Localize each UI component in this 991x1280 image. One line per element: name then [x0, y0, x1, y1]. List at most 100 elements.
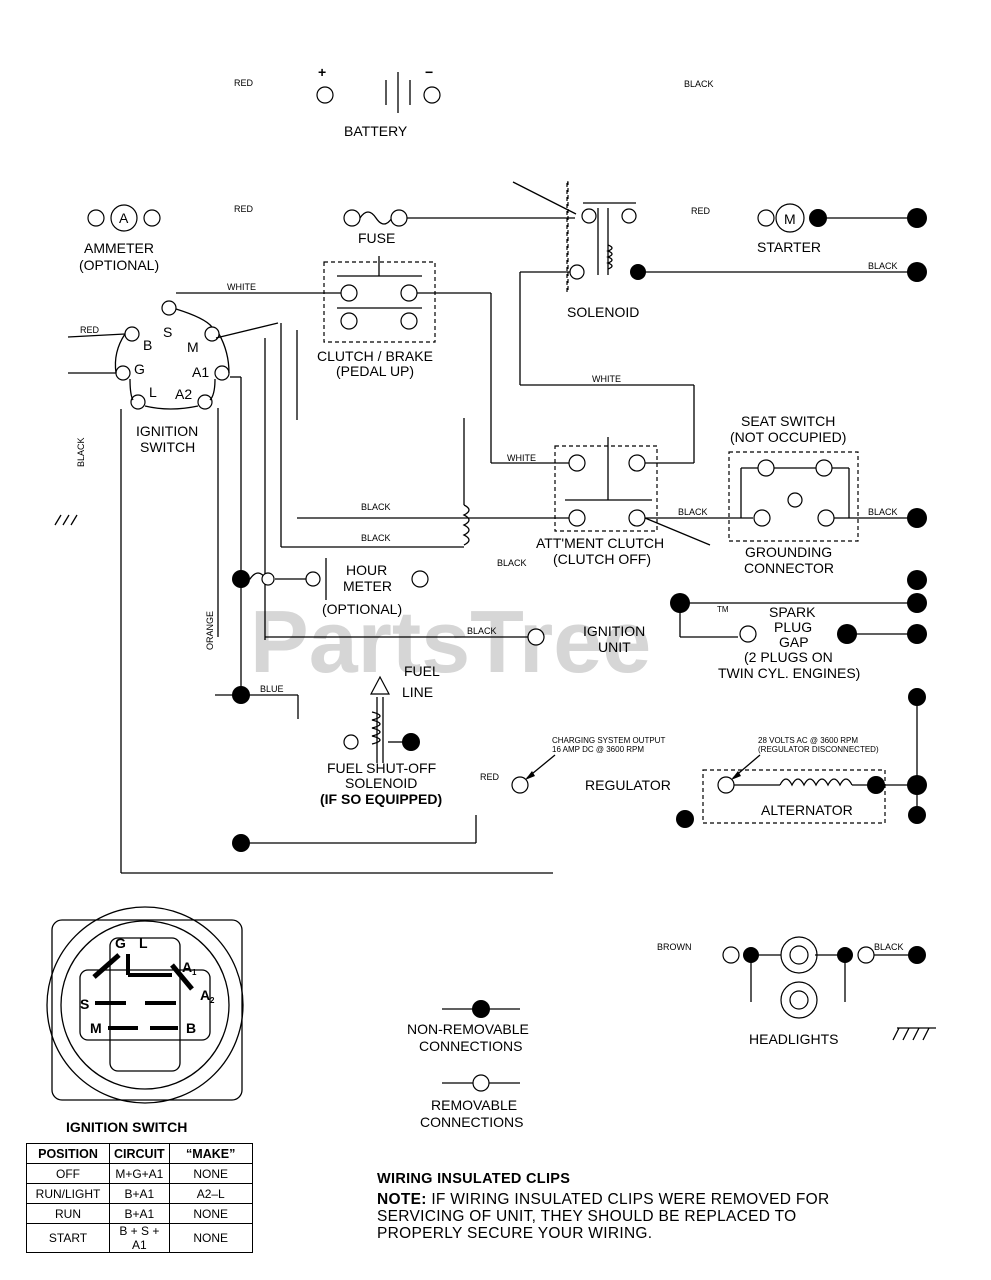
table-row: OFF M+G+A1 NONE — [26, 1163, 253, 1184]
clutch-brake-label: CLUTCH / BRAKE — [317, 348, 433, 364]
ammeter: A AMMETER (OPTIONAL) — [79, 204, 161, 273]
attachment-clutch-state: (CLUTCH OFF) — [553, 551, 651, 567]
solenoid-label: SOLENOID — [567, 304, 639, 320]
wire-label-black: BLACK — [868, 507, 898, 517]
table-row: RUN/LIGHT B+A1 A2–L — [26, 1183, 253, 1204]
ignition-switch-label-2: SWITCH — [140, 439, 195, 455]
make-cell: NONE — [168, 1203, 253, 1224]
charging-output-value: 16 AMP DC @ 3600 RPM — [552, 745, 644, 754]
spark-plug-note: (2 PLUGS ON — [744, 649, 833, 665]
solenoid: SOLENOID — [512, 181, 927, 386]
wire-label-orange: ORANGE — [205, 611, 215, 650]
circuit-cell: B+A1 — [109, 1203, 170, 1224]
table-row: START B + S + A1 NONE — [26, 1223, 253, 1253]
make-cell: NONE — [168, 1163, 253, 1184]
starter-label: STARTER — [757, 239, 821, 255]
battery-label: BATTERY — [344, 123, 408, 139]
wire-label-black: BLACK — [361, 502, 391, 512]
seat-switch-label: SEAT SWITCH — [741, 413, 835, 429]
make-cell: A2–L — [168, 1183, 253, 1204]
circuit-cell: B+A1 — [109, 1183, 170, 1204]
ignition-unit-label-2: UNIT — [598, 639, 631, 655]
column-header-position: POSITION — [26, 1143, 110, 1164]
fuse: FUSE — [343, 209, 575, 246]
fuel-shutoff-solenoid: FUEL LINE FUEL SHUT-OFF SOLENOID (IF SO … — [320, 663, 442, 807]
position-cell: OFF — [26, 1163, 110, 1184]
circuit-cell: B + S + A1 — [109, 1223, 170, 1253]
note-line-2: SERVICING OF UNIT, THEY SHOULD BE REPLAC… — [377, 1208, 797, 1225]
ignition-switch-face: G L A 1 S A 2 M B — [46, 906, 244, 1104]
hour-meter-label: HOUR — [346, 562, 387, 578]
wire-label-brown: BROWN — [657, 942, 692, 952]
wire-label-black: BLACK — [497, 558, 527, 568]
switch-letter-a2: A — [200, 987, 210, 1003]
ignition-unit-label: IGNITION — [583, 623, 645, 639]
ignition-switch-schematic: S B M G A1 L A2 IGNITION SWITCH — [114, 300, 230, 455]
removable-label-2: CONNECTIONS — [420, 1114, 523, 1130]
table-row: RUN B+A1 NONE — [26, 1203, 253, 1224]
legend-non-removable: NON-REMOVABLE CONNECTIONS — [407, 1000, 529, 1054]
hour-meter-optional: (OPTIONAL) — [322, 601, 402, 617]
wire-label-red: RED — [480, 772, 500, 782]
ignition-switch-label: IGNITION — [136, 423, 198, 439]
watermark-tm: TM — [717, 605, 729, 614]
column-header-make: “MAKE” — [168, 1143, 253, 1164]
note-text-1: IF WIRING INSULATED CLIPS WERE REMOVED F… — [426, 1191, 830, 1208]
fuel-line-label: FUEL — [404, 663, 440, 679]
wiring-clips-note: WIRING INSULATED CLIPS NOTE: IF WIRING I… — [377, 1171, 829, 1242]
wire-label-red: RED — [80, 325, 100, 335]
clutch-brake-state: (PEDAL UP) — [336, 363, 414, 379]
switch-letter-m: M — [90, 1020, 102, 1036]
switch-letter-s: S — [80, 996, 89, 1012]
seat-switch: SEAT SWITCH (NOT OCCUPIED) GROUNDING CON… — [728, 413, 927, 576]
grounding-connector-label: GROUNDING — [745, 544, 832, 560]
wire-label-black-vertical: BLACK — [76, 437, 86, 467]
position-cell: START — [26, 1223, 110, 1253]
wire-label-white: WHITE — [507, 453, 536, 463]
spark-plug-label-2: PLUG — [774, 619, 812, 635]
wire-label-red: RED — [234, 204, 254, 214]
wire-label-blue: BLUE — [260, 684, 284, 694]
ammeter-symbol: A — [119, 210, 129, 226]
grounding-connector-label-2: CONNECTOR — [744, 560, 834, 576]
battery-minus: − — [425, 64, 433, 80]
wire-label-black: BLACK — [874, 942, 904, 952]
wire-label-black: BLACK — [361, 533, 391, 543]
hour-meter-label-2: METER — [343, 578, 392, 594]
make-cell: NONE — [168, 1223, 253, 1253]
note-title: WIRING INSULATED CLIPS — [377, 1171, 571, 1187]
note-line-1: NOTE: IF WIRING INSULATED CLIPS WERE REM… — [377, 1191, 829, 1208]
column-header-circuit: CIRCUIT — [109, 1143, 170, 1164]
spark-plug-note-2: TWIN CYL. ENGINES) — [718, 665, 860, 681]
terminal-b: B — [143, 337, 152, 353]
terminal-a2: A2 — [175, 386, 192, 402]
wire-label-white: WHITE — [227, 282, 256, 292]
ammeter-label: AMMETER — [84, 240, 154, 256]
attachment-clutch-switch: ATT'MENT CLUTCH (CLUTCH OFF) — [297, 385, 753, 567]
fuel-line-label-2: LINE — [402, 684, 433, 700]
table-header-row: POSITION CIRCUIT “MAKE” — [26, 1143, 253, 1164]
switch-letter-g: G — [115, 935, 126, 951]
terminal-s: S — [163, 324, 172, 340]
starter-symbol: M — [784, 211, 796, 227]
circuit-cell: M+G+A1 — [109, 1163, 170, 1184]
ignition-switch-table: POSITION CIRCUIT “MAKE” OFF M+G+A1 NONE … — [26, 1143, 253, 1253]
terminal-l: L — [149, 384, 157, 400]
switch-letter-b: B — [186, 1020, 196, 1036]
wire-label-black: BLACK — [678, 507, 708, 517]
starter: RED M STARTER — [691, 203, 927, 255]
wire-label-red: RED — [234, 78, 254, 88]
wire-label-black: BLACK — [684, 79, 714, 89]
legend-removable: REMOVABLE CONNECTIONS — [420, 1074, 523, 1130]
wire-label-black: BLACK — [868, 261, 898, 271]
watermark: PartsTree — [250, 592, 651, 691]
seat-switch-state: (NOT OCCUPIED) — [730, 429, 846, 445]
battery: + − BATTERY — [316, 64, 441, 139]
charging-output-label: CHARGING SYSTEM OUTPUT — [552, 736, 665, 745]
headlights-label: HEADLIGHTS — [749, 1031, 838, 1047]
clutch-brake-switch: CLUTCH / BRAKE (PEDAL UP) — [317, 256, 570, 464]
wire-label-white: WHITE — [592, 374, 621, 384]
battery-plus: + — [318, 64, 326, 80]
